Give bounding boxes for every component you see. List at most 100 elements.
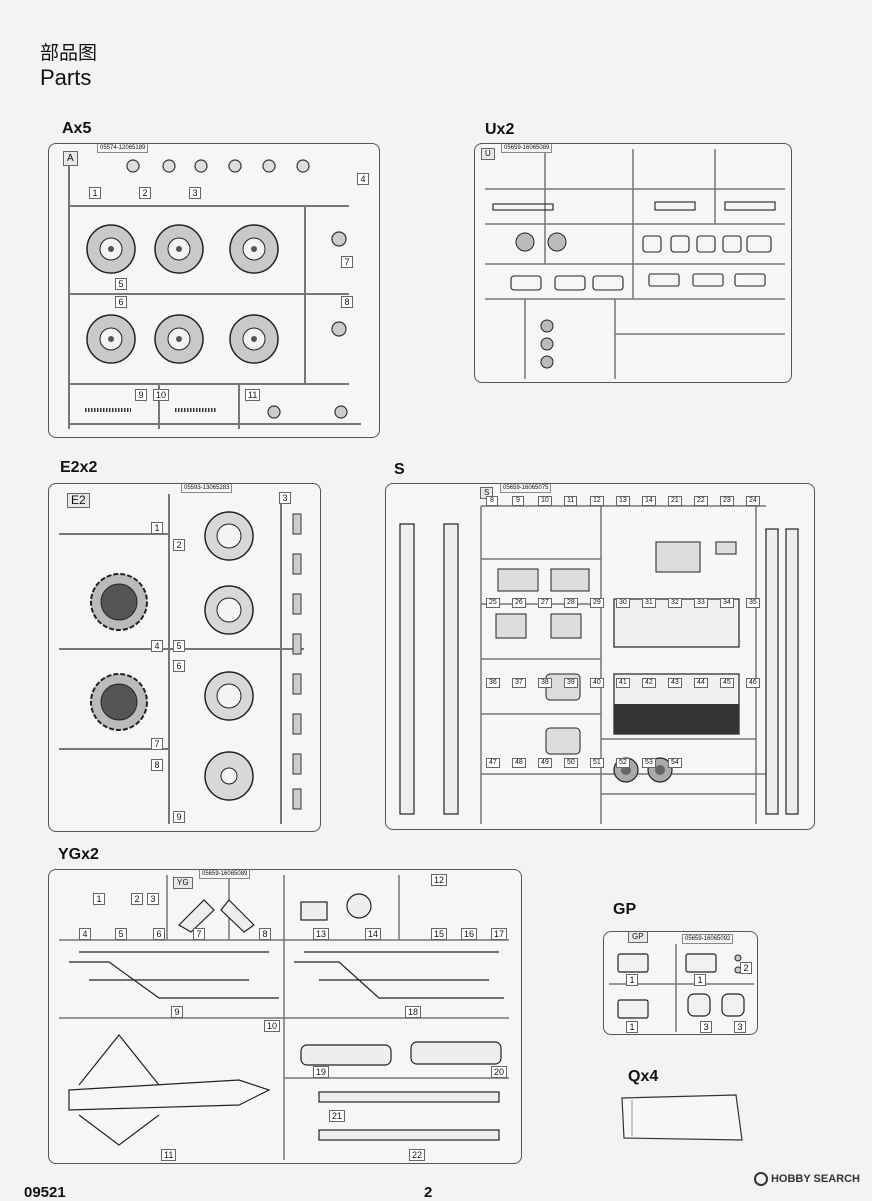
sprue-gp-tab: GP (628, 932, 648, 943)
part-number: 31 (642, 598, 656, 608)
part-number: 8 (151, 759, 163, 771)
part-number: 22 (409, 1149, 426, 1161)
part-number: 11 (161, 1149, 177, 1161)
part-number: 3 (189, 187, 201, 199)
sprue-e2-tab: E2 (67, 493, 90, 508)
watermark: HOBBY SEARCH (753, 1172, 860, 1186)
part-number: 50 (564, 758, 578, 768)
part-number: 54 (668, 758, 682, 768)
sprue-e2-code: 05593-13065283 (181, 484, 233, 493)
sprue-yg-drawing (59, 875, 509, 1160)
part-number: 3 (734, 1021, 746, 1033)
part-number: 21 (668, 496, 682, 506)
part-number: 9 (171, 1006, 183, 1018)
part-number: 14 (365, 928, 382, 940)
part-number: 7 (151, 738, 163, 750)
part-number: 13 (313, 928, 330, 940)
sprue-gp-panel: GP 05659-16065092 1 1 1 2 3 3 (603, 931, 758, 1035)
page-number: 2 (424, 1184, 433, 1201)
part-number: 44 (694, 678, 708, 688)
sprue-q-label: Qx4 (628, 1068, 659, 1085)
sprue-u-drawing (485, 149, 785, 379)
part-number: 2 (740, 962, 752, 974)
part-number: 4 (79, 928, 91, 940)
part-number: 13 (616, 496, 630, 506)
part-number: 1 (151, 522, 163, 534)
sprue-u-label: Ux2 (485, 121, 515, 138)
part-q-drawing (621, 1094, 743, 1141)
part-number: 49 (538, 758, 552, 768)
part-number: 9 (135, 389, 147, 401)
sprue-a-label: Ax5 (62, 120, 92, 137)
part-number: 32 (668, 598, 682, 608)
part-number: 2 (173, 539, 185, 551)
part-number: 6 (115, 296, 127, 308)
part-number: 11 (245, 389, 261, 401)
part-number: 17 (491, 928, 508, 940)
part-number: 27 (538, 598, 552, 608)
part-number: 7 (193, 928, 205, 940)
part-number: 42 (642, 678, 656, 688)
part-number: 24 (746, 496, 760, 506)
sprue-gp-drawing (609, 944, 754, 1032)
sprue-a-drawing (68, 159, 361, 429)
part-number: 1 (626, 974, 638, 986)
part-number: 33 (694, 598, 708, 608)
sprue-a-panel: A 05574-12065189 (48, 143, 380, 438)
part-number: 16 (461, 928, 478, 940)
part-number: 5 (115, 928, 127, 940)
sprue-e2-panel: E2 05593-13065283 1 2 3 4 5 6 (48, 483, 321, 832)
part-number: 15 (431, 928, 448, 940)
part-number: 30 (616, 598, 630, 608)
sprue-s-drawing (399, 505, 799, 824)
sprue-yg-tab: YG (173, 877, 193, 889)
dark-panel (614, 704, 739, 734)
sprue-u-tab: U (481, 148, 495, 160)
heading-chinese: 部品图 (40, 42, 98, 64)
part-number: 3 (279, 492, 291, 504)
sprue-a-code: 05574-12065189 (97, 144, 149, 153)
part-number: 1 (626, 1021, 638, 1033)
part-number: 26 (512, 598, 526, 608)
sprue-yg-panel: YG 05659-16065089 (48, 869, 522, 1164)
part-number: 2 (131, 893, 143, 905)
part-number: 52 (616, 758, 630, 768)
sprue-s-code: 05659-16065075 (500, 484, 552, 493)
part-number: 18 (405, 1006, 422, 1018)
part-number: 11 (564, 496, 578, 506)
part-number: 20 (491, 1066, 508, 1078)
sprue-e2-label: E2x2 (60, 459, 98, 476)
sprue-yg-code: 05659-16065089 (199, 870, 251, 879)
heading-english: Parts (40, 65, 92, 90)
sprue-e2-drawing (59, 494, 304, 824)
part-number: 6 (173, 660, 185, 672)
part-number: 8 (486, 496, 498, 506)
part-number: 28 (564, 598, 578, 608)
part-number: 39 (564, 678, 578, 688)
part-number: 23 (720, 496, 734, 506)
part-number: 3 (147, 893, 159, 905)
part-number: 10 (153, 389, 170, 401)
side-rails (399, 523, 799, 815)
part-number: 37 (512, 678, 526, 688)
part-number: 10 (538, 496, 552, 506)
part-number: 4 (151, 640, 163, 652)
part-number: 25 (486, 598, 500, 608)
part-number: 3 (700, 1021, 712, 1033)
part-number: 14 (642, 496, 656, 506)
part-number: 40 (590, 678, 604, 688)
part-number: 6 (153, 928, 165, 940)
part-number: 1 (93, 893, 105, 905)
part-number: 53 (642, 758, 656, 768)
part-number: 36 (486, 678, 500, 688)
part-number: 41 (616, 678, 630, 688)
page-heading: 部品图 Parts (40, 42, 97, 91)
part-number: 29 (590, 598, 604, 608)
footer-product-code: 09521 (24, 1184, 66, 1201)
sprue-gp-code: 05659-16065092 (682, 934, 734, 944)
part-number: 9 (512, 496, 524, 506)
part-number: 12 (590, 496, 604, 506)
sprue-u-code: 05659-16065089 (501, 144, 553, 153)
part-number: 10 (264, 1020, 281, 1032)
